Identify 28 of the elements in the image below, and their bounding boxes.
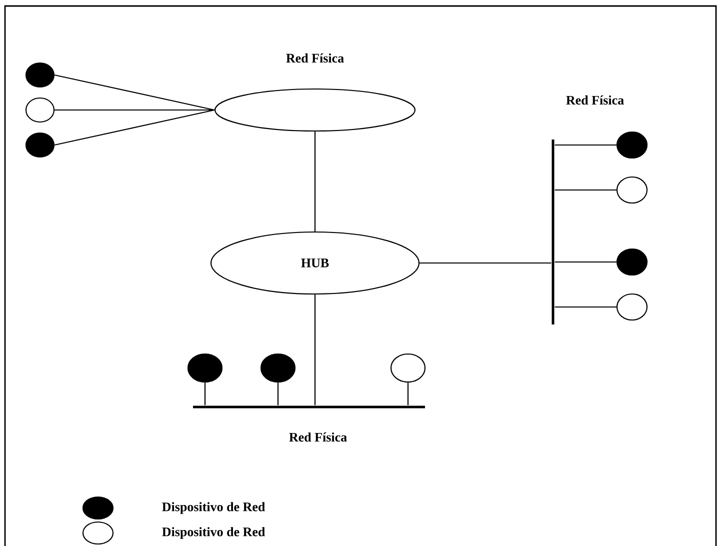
network-label: Red Física (566, 95, 624, 105)
connector-line (554, 261, 616, 263)
connector-line (554, 189, 616, 191)
connector-line (204, 382, 206, 406)
connector-line (54, 74, 215, 111)
device-icon (616, 248, 648, 276)
device-icon (390, 353, 426, 383)
device-icon (616, 293, 648, 321)
device-icon (25, 97, 55, 123)
device-icon (260, 353, 296, 383)
connector-line (554, 144, 616, 146)
connector-line (314, 294, 316, 406)
connector-line (314, 132, 316, 232)
legend-label: Dispositivo de Red (162, 527, 266, 539)
connector-line (420, 262, 552, 264)
device-icon (616, 131, 648, 159)
device-icon (187, 353, 223, 383)
connector-line (554, 306, 616, 308)
network-label: Red Física (286, 53, 344, 63)
connector-line (407, 382, 409, 406)
legend-label: Dispositivo de Red (162, 502, 266, 514)
device-icon (25, 132, 55, 158)
connector-line (54, 109, 214, 111)
device-icon (616, 176, 648, 204)
connector-line (277, 382, 279, 406)
network-label: Red Física (289, 432, 347, 442)
device-icon (25, 62, 55, 88)
connector-line (54, 109, 215, 146)
